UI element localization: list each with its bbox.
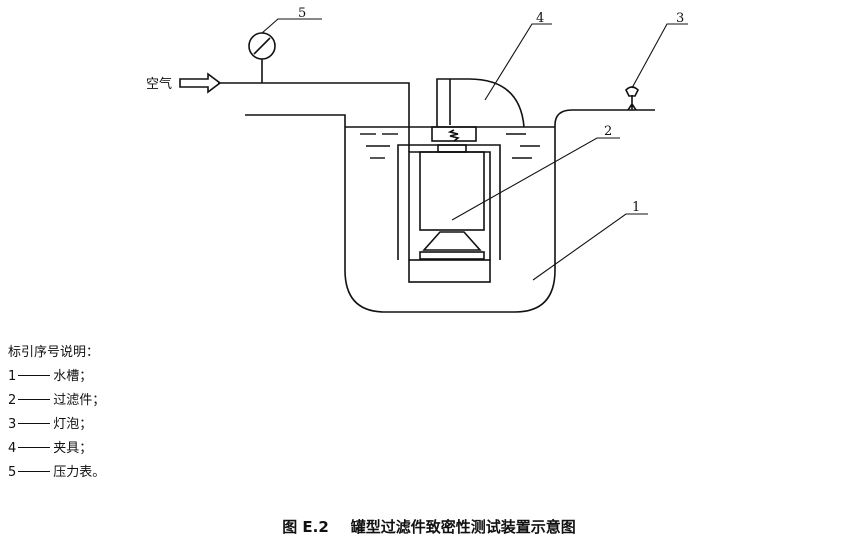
filter-base — [422, 231, 482, 251]
legend-item: 2 过滤件； — [8, 389, 105, 413]
figure-caption: 图 E.2 罐型过滤件致密性测试装置示意图 — [0, 516, 858, 537]
figure-title: 罐型过滤件致密性测试装置示意图 — [350, 518, 576, 536]
filter-element — [419, 151, 485, 231]
base-plate — [419, 251, 485, 260]
lamp — [625, 86, 639, 111]
base-stand — [408, 259, 491, 283]
air-pipe — [218, 82, 410, 152]
legend-number: 5 — [8, 465, 17, 480]
callout-1: 1 — [632, 200, 640, 215]
legend-dash — [18, 375, 51, 376]
legend-number: 1 — [8, 369, 17, 384]
legend-text: 过滤件； — [53, 393, 106, 408]
air-label: 空气 — [146, 76, 172, 92]
figure-number: 图 E.2 — [282, 518, 329, 536]
legend-text: 灯泡； — [53, 417, 93, 432]
leader-lines — [261, 18, 688, 281]
legend-text: 压力表。 — [53, 465, 106, 480]
legend: 标引序号说明： 1 水槽； 2 过滤件； 3 灯泡； 4 夹具； 5 压力表。 — [8, 341, 105, 485]
callout-4: 4 — [536, 11, 544, 26]
legend-number: 3 — [8, 417, 17, 432]
callout-3: 3 — [676, 11, 684, 26]
legend-heading: 标引序号说明： — [8, 345, 100, 360]
legend-dash — [18, 447, 51, 448]
water-tank — [245, 109, 655, 313]
spring-block — [431, 126, 477, 142]
legend-dash — [18, 423, 51, 424]
legend-item: 1 水槽； — [8, 365, 105, 389]
legend-item: 4 夹具； — [8, 437, 105, 461]
filter-cap — [437, 144, 467, 153]
callout-5: 5 — [298, 6, 306, 21]
legend-number: 4 — [8, 441, 17, 456]
gauge-needle — [253, 37, 271, 55]
spring — [447, 129, 460, 142]
water-wave-marks — [360, 133, 540, 159]
callout-2: 2 — [604, 124, 612, 139]
legend-text: 水槽； — [53, 369, 93, 384]
legend-dash — [18, 399, 51, 400]
legend-item: 3 灯泡； — [8, 413, 105, 437]
legend-number: 2 — [8, 393, 17, 408]
legend-dash — [18, 471, 51, 472]
clamp-top — [436, 78, 525, 128]
legend-item: 5 压力表。 — [8, 461, 105, 485]
air-inlet-arrow — [179, 72, 222, 94]
legend-text: 夹具； — [53, 441, 93, 456]
